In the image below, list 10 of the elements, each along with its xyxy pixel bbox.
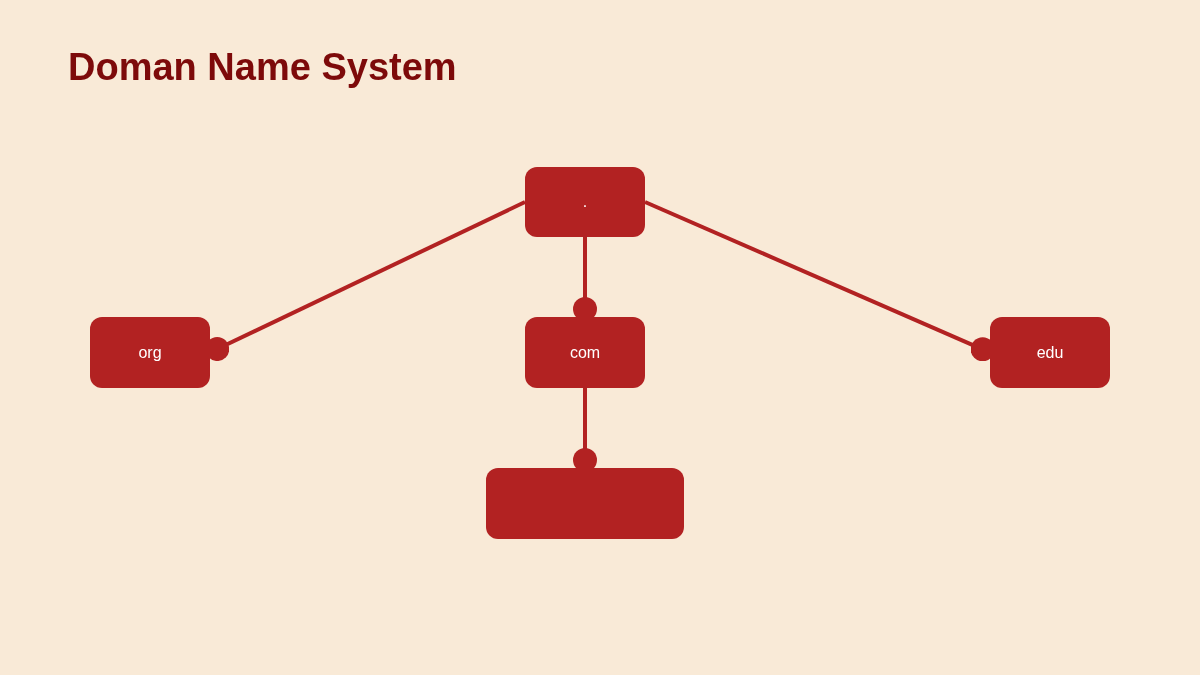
node-label: com: [569, 343, 601, 362]
node-box: [90, 317, 210, 388]
diagram-title: Doman Name System: [68, 46, 457, 89]
node-box: [525, 167, 645, 237]
node-box: [486, 468, 684, 539]
node-label: org: [138, 343, 162, 362]
node-label: .: [582, 193, 588, 211]
node-label: edu: [1036, 343, 1064, 362]
node-box: [990, 317, 1110, 388]
node-box: [525, 317, 645, 388]
